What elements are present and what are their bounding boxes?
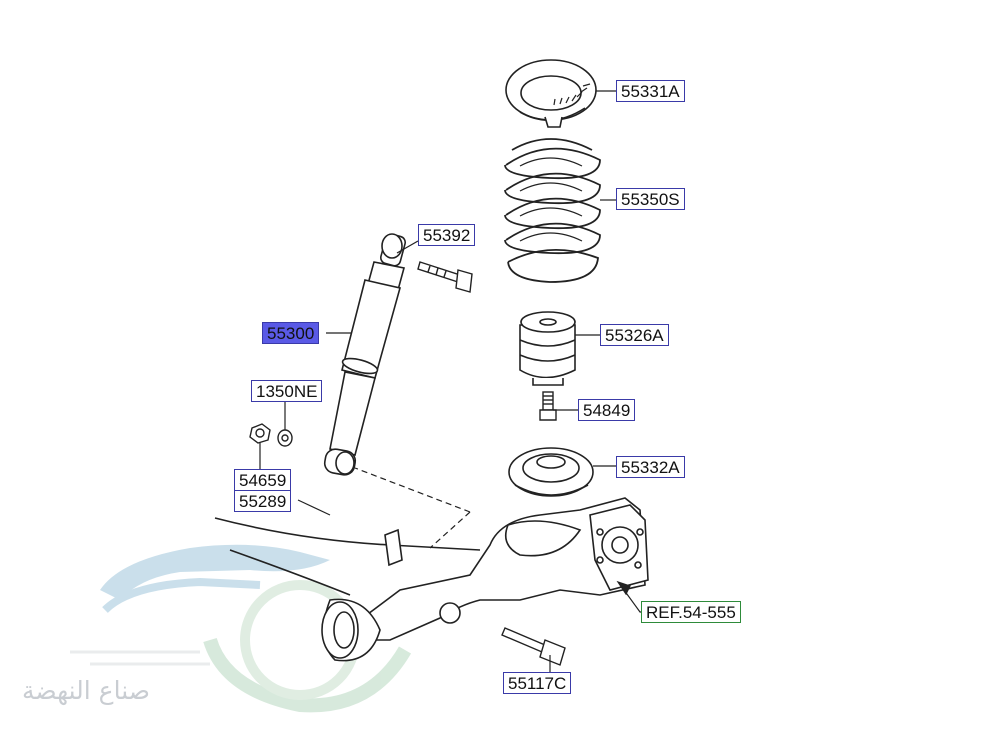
part-label-55332A[interactable]: 55332A bbox=[616, 456, 685, 478]
upper-spring-seat bbox=[505, 59, 597, 128]
shock-absorber bbox=[323, 233, 406, 476]
watermark-text: صناع النهضة bbox=[22, 676, 150, 705]
part-label-55289[interactable]: 55289 bbox=[234, 490, 292, 512]
part-label-55331A[interactable]: 55331A bbox=[616, 80, 685, 102]
part-label-55300[interactable]: 55300 bbox=[262, 322, 320, 344]
bump-stopper bbox=[519, 311, 576, 386]
part-label-55326A[interactable]: 55326A bbox=[600, 324, 669, 346]
lower-spring-seat bbox=[508, 447, 594, 497]
part-label-55392[interactable]: 55392 bbox=[418, 224, 476, 246]
bolt-54849 bbox=[539, 391, 557, 421]
bolt-55117C bbox=[501, 627, 566, 666]
part-label-54849[interactable]: 54849 bbox=[578, 399, 636, 421]
coil-spring bbox=[504, 138, 601, 283]
part-label-54659[interactable]: 54659 bbox=[234, 469, 292, 491]
axle-assembly bbox=[214, 497, 649, 662]
bolt-55392 bbox=[417, 261, 473, 293]
nut-washer bbox=[249, 423, 293, 447]
part-label-55350S[interactable]: 55350S bbox=[616, 188, 685, 210]
part-label-1350NE[interactable]: 1350NE bbox=[251, 380, 323, 402]
ref-label[interactable]: REF.54-555 bbox=[641, 601, 741, 623]
leader-lines bbox=[259, 90, 645, 674]
part-label-55117C[interactable]: 55117C bbox=[503, 672, 572, 694]
